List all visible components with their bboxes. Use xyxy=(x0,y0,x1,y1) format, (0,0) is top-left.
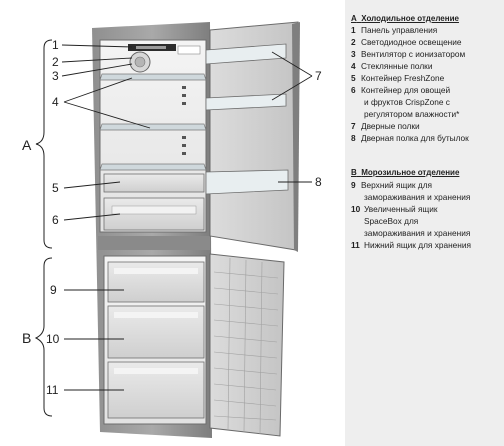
callout-lines xyxy=(61,44,313,391)
legend-item-10-line-3: замораживания и хранения xyxy=(364,228,471,238)
bracket-a xyxy=(35,39,53,249)
callout-11: 11 xyxy=(46,383,59,397)
group-label-a: A xyxy=(22,137,32,153)
freezer-drawer-top xyxy=(107,261,205,303)
legend-section-a-title: A Холодильное отделение xyxy=(351,14,459,23)
glass-shelves xyxy=(99,73,207,171)
freezer-door xyxy=(209,253,285,437)
led-light xyxy=(177,45,201,55)
bracket-b xyxy=(34,257,53,417)
fridge-door xyxy=(205,21,300,252)
crispzone-drawer xyxy=(103,197,205,231)
legend-item-10-line-2: SpaceBox для xyxy=(364,216,419,226)
legend-item-6-line-3: регулятором влажности* xyxy=(364,109,460,119)
freshzone-container xyxy=(103,173,205,193)
callout-3: 3 xyxy=(52,69,59,83)
callout-9: 9 xyxy=(50,283,57,297)
fan-unit xyxy=(129,51,151,73)
legend-item-9-line-2: замораживания и хранения xyxy=(364,192,471,202)
callout-7: 7 xyxy=(315,69,322,83)
callout-8: 8 xyxy=(315,175,322,189)
legend-section-b-title: B Морозильное отделение xyxy=(351,168,460,177)
freezer-drawer-spacebox xyxy=(107,305,205,359)
callout-10: 10 xyxy=(46,332,60,346)
callout-6: 6 xyxy=(52,213,59,227)
callout-4: 4 xyxy=(52,95,59,109)
legend-item-6-line-2: и фруктов CrispZone с xyxy=(364,97,450,107)
callout-1: 1 xyxy=(52,38,59,52)
callout-2: 2 xyxy=(52,55,59,69)
fridge-diagram: A B 1 2 3 4 5 6 7 8 9 10 11 xyxy=(22,21,322,438)
callout-5: 5 xyxy=(52,181,59,195)
group-label-b: B xyxy=(22,330,31,346)
